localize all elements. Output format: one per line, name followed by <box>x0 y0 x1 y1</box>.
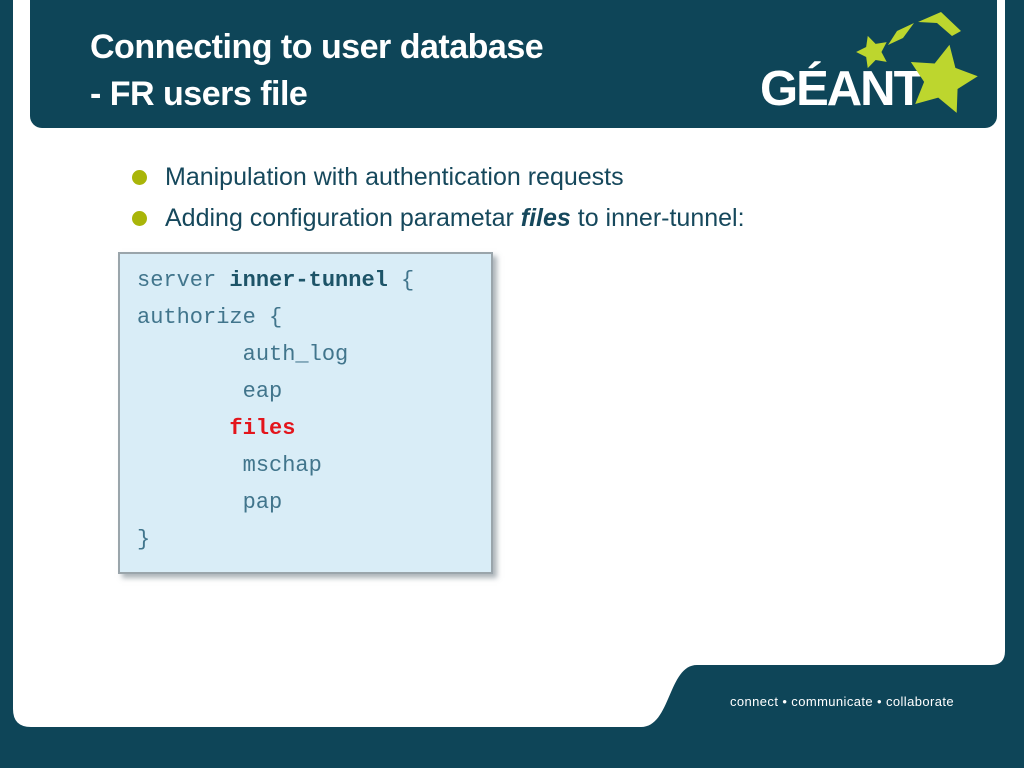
bullet-icon <box>132 211 147 226</box>
code-line: eap <box>137 379 283 404</box>
code-line: pap <box>137 490 283 515</box>
code-line-highlighted: files <box>137 416 296 441</box>
geant-logo-text: GÉANT <box>760 62 924 116</box>
bullet-text-segment: to inner-tunnel: <box>570 204 745 232</box>
footer-tagline: connect • communicate • collaborate <box>730 694 954 709</box>
bullet-item: Adding configuration parametar files to … <box>132 203 932 233</box>
title-line-2: - FR users file <box>90 75 308 113</box>
geant-logo: GÉANT <box>760 12 978 116</box>
title-line-1: Connecting to user database <box>90 28 544 66</box>
code-line: server inner-tunnel { <box>137 262 491 299</box>
bullet-text-segment: Adding configuration parametar <box>165 204 521 232</box>
geant-small-star-icon <box>856 35 887 69</box>
bullet-text: Adding configuration parametar files to … <box>165 203 745 233</box>
code-line: auth_log <box>137 342 349 367</box>
bullet-list: Manipulation with authentication request… <box>132 162 932 244</box>
bullet-item: Manipulation with authentication request… <box>132 162 932 192</box>
bullet-text-emphasis: files <box>520 204 571 232</box>
code-segment: server <box>137 268 230 293</box>
code-line: authorize { <box>137 305 283 330</box>
code-line: } <box>137 527 151 552</box>
bullet-icon <box>132 170 147 185</box>
code-block: server inner-tunnel { authorize { auth_l… <box>118 252 493 574</box>
geant-swoosh-icon <box>888 23 914 45</box>
code-segment: { <box>387 268 415 293</box>
header-banner: Connecting to user database - FR users f… <box>30 0 997 128</box>
geant-star-icon <box>910 44 978 113</box>
slide-title: Connecting to user database - FR users f… <box>90 24 544 118</box>
bullet-text: Manipulation with authentication request… <box>165 163 624 191</box>
code-segment-bold: inner-tunnel <box>229 268 388 293</box>
geant-swoosh-icon <box>918 12 961 36</box>
code-line: mschap <box>137 453 322 478</box>
